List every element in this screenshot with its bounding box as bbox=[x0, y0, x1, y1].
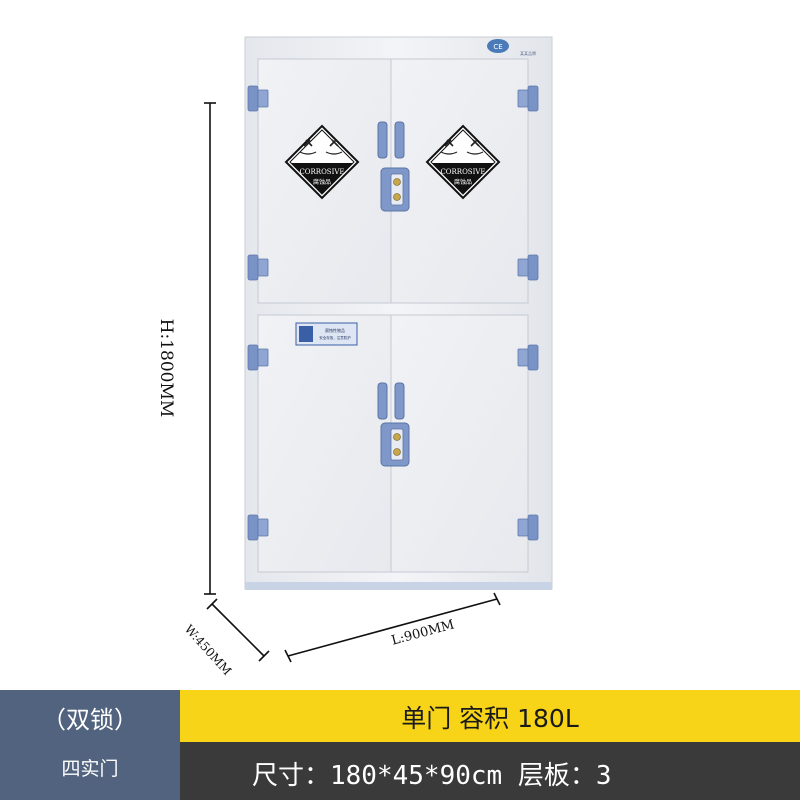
length-dimension-line bbox=[284, 592, 501, 663]
corrosive-warning-icon-right: CORROSIVE 腐蚀品 bbox=[425, 124, 501, 200]
handle-icon bbox=[377, 382, 388, 420]
lower-right-door[interactable] bbox=[390, 314, 529, 573]
upper-handles[interactable] bbox=[377, 121, 405, 159]
size-text: 尺寸：180*45*90cm 层板：3 bbox=[252, 761, 612, 791]
hinge-icon bbox=[527, 514, 539, 541]
left-info-panel: （双锁） 四实门 bbox=[0, 690, 180, 800]
hinge-icon bbox=[527, 254, 539, 281]
hazard-label-en: CORROSIVE bbox=[440, 168, 485, 176]
capacity-text: 单门 容积 180L bbox=[401, 704, 579, 733]
height-dimension-line bbox=[204, 102, 216, 595]
hazard-label-en: CORROSIVE bbox=[299, 168, 344, 176]
size-banner: 尺寸：180*45*90cm 层板：3 bbox=[180, 742, 800, 800]
hinge-icon bbox=[527, 85, 539, 112]
hazard-label-cn: 腐蚀品 bbox=[313, 178, 331, 186]
badge-text: CE bbox=[493, 43, 502, 51]
hinge-group bbox=[247, 85, 539, 541]
handle-icon bbox=[394, 382, 405, 420]
hinge-icon bbox=[527, 344, 539, 371]
handle-icon bbox=[377, 121, 388, 159]
ce-badge: CE 某某品牌 bbox=[487, 39, 536, 56]
lock-type-label: （双锁） bbox=[42, 706, 138, 734]
brand-text: 某某品牌 bbox=[520, 50, 536, 56]
height-label: H:1800MM bbox=[156, 318, 176, 418]
door-type-label: 四实门 bbox=[61, 758, 119, 780]
hinge-icon bbox=[247, 514, 259, 541]
width-dimension-line bbox=[206, 598, 270, 662]
handle-icon bbox=[394, 121, 405, 159]
lower-left-door[interactable] bbox=[257, 314, 392, 573]
hinge-icon bbox=[247, 254, 259, 281]
hinge-icon bbox=[247, 344, 259, 371]
hazard-label-cn: 腐蚀品 bbox=[454, 178, 472, 186]
info-plate-line-2: 安全存放，注意防护 bbox=[319, 335, 351, 340]
upper-lock-icon[interactable] bbox=[380, 167, 410, 212]
capacity-banner: 单门 容积 180L bbox=[180, 690, 800, 742]
info-plate: 腐蚀性物品 安全存放，注意防护 bbox=[295, 322, 358, 346]
lower-handles[interactable] bbox=[377, 382, 405, 420]
corrosive-warning-icon-left: CORROSIVE 腐蚀品 bbox=[284, 124, 360, 200]
info-plate-line-1: 腐蚀性物品 bbox=[325, 327, 345, 333]
hinge-icon bbox=[247, 85, 259, 112]
lower-lock-icon[interactable] bbox=[380, 422, 410, 467]
